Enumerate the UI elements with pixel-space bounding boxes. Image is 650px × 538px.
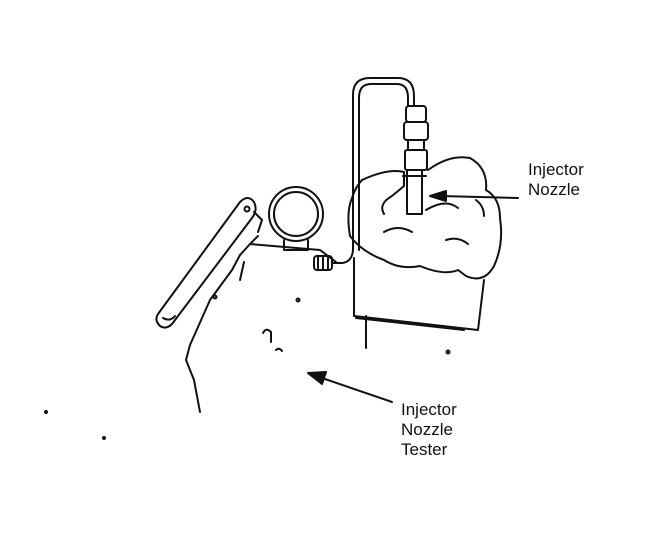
- injector-nozzle-tester-label-line2: Nozzle: [401, 420, 453, 439]
- high-pressure-tube: [352, 77, 415, 251]
- injector-nozzle-label-line1: Injector: [528, 160, 584, 179]
- injector-nozzle-tester-label: Injector Nozzle Tester: [401, 400, 457, 460]
- injector-nozzle-tester-label-line3: Tester: [401, 440, 448, 459]
- leader-arrows: [307, 190, 519, 403]
- injector-nozzle-label: Injector Nozzle: [528, 160, 584, 200]
- speckles: [44, 410, 106, 440]
- base-block: [353, 257, 485, 355]
- pressure-gauge: [268, 186, 324, 251]
- gauge-fitting: [313, 249, 354, 271]
- injector-nozzle-label-line2: Nozzle: [528, 180, 580, 199]
- nozzle-holder: [402, 105, 429, 215]
- hand: [347, 156, 503, 280]
- pump-lever: [155, 197, 263, 329]
- injector-nozzle-tester-label-line1: Injector: [401, 400, 457, 419]
